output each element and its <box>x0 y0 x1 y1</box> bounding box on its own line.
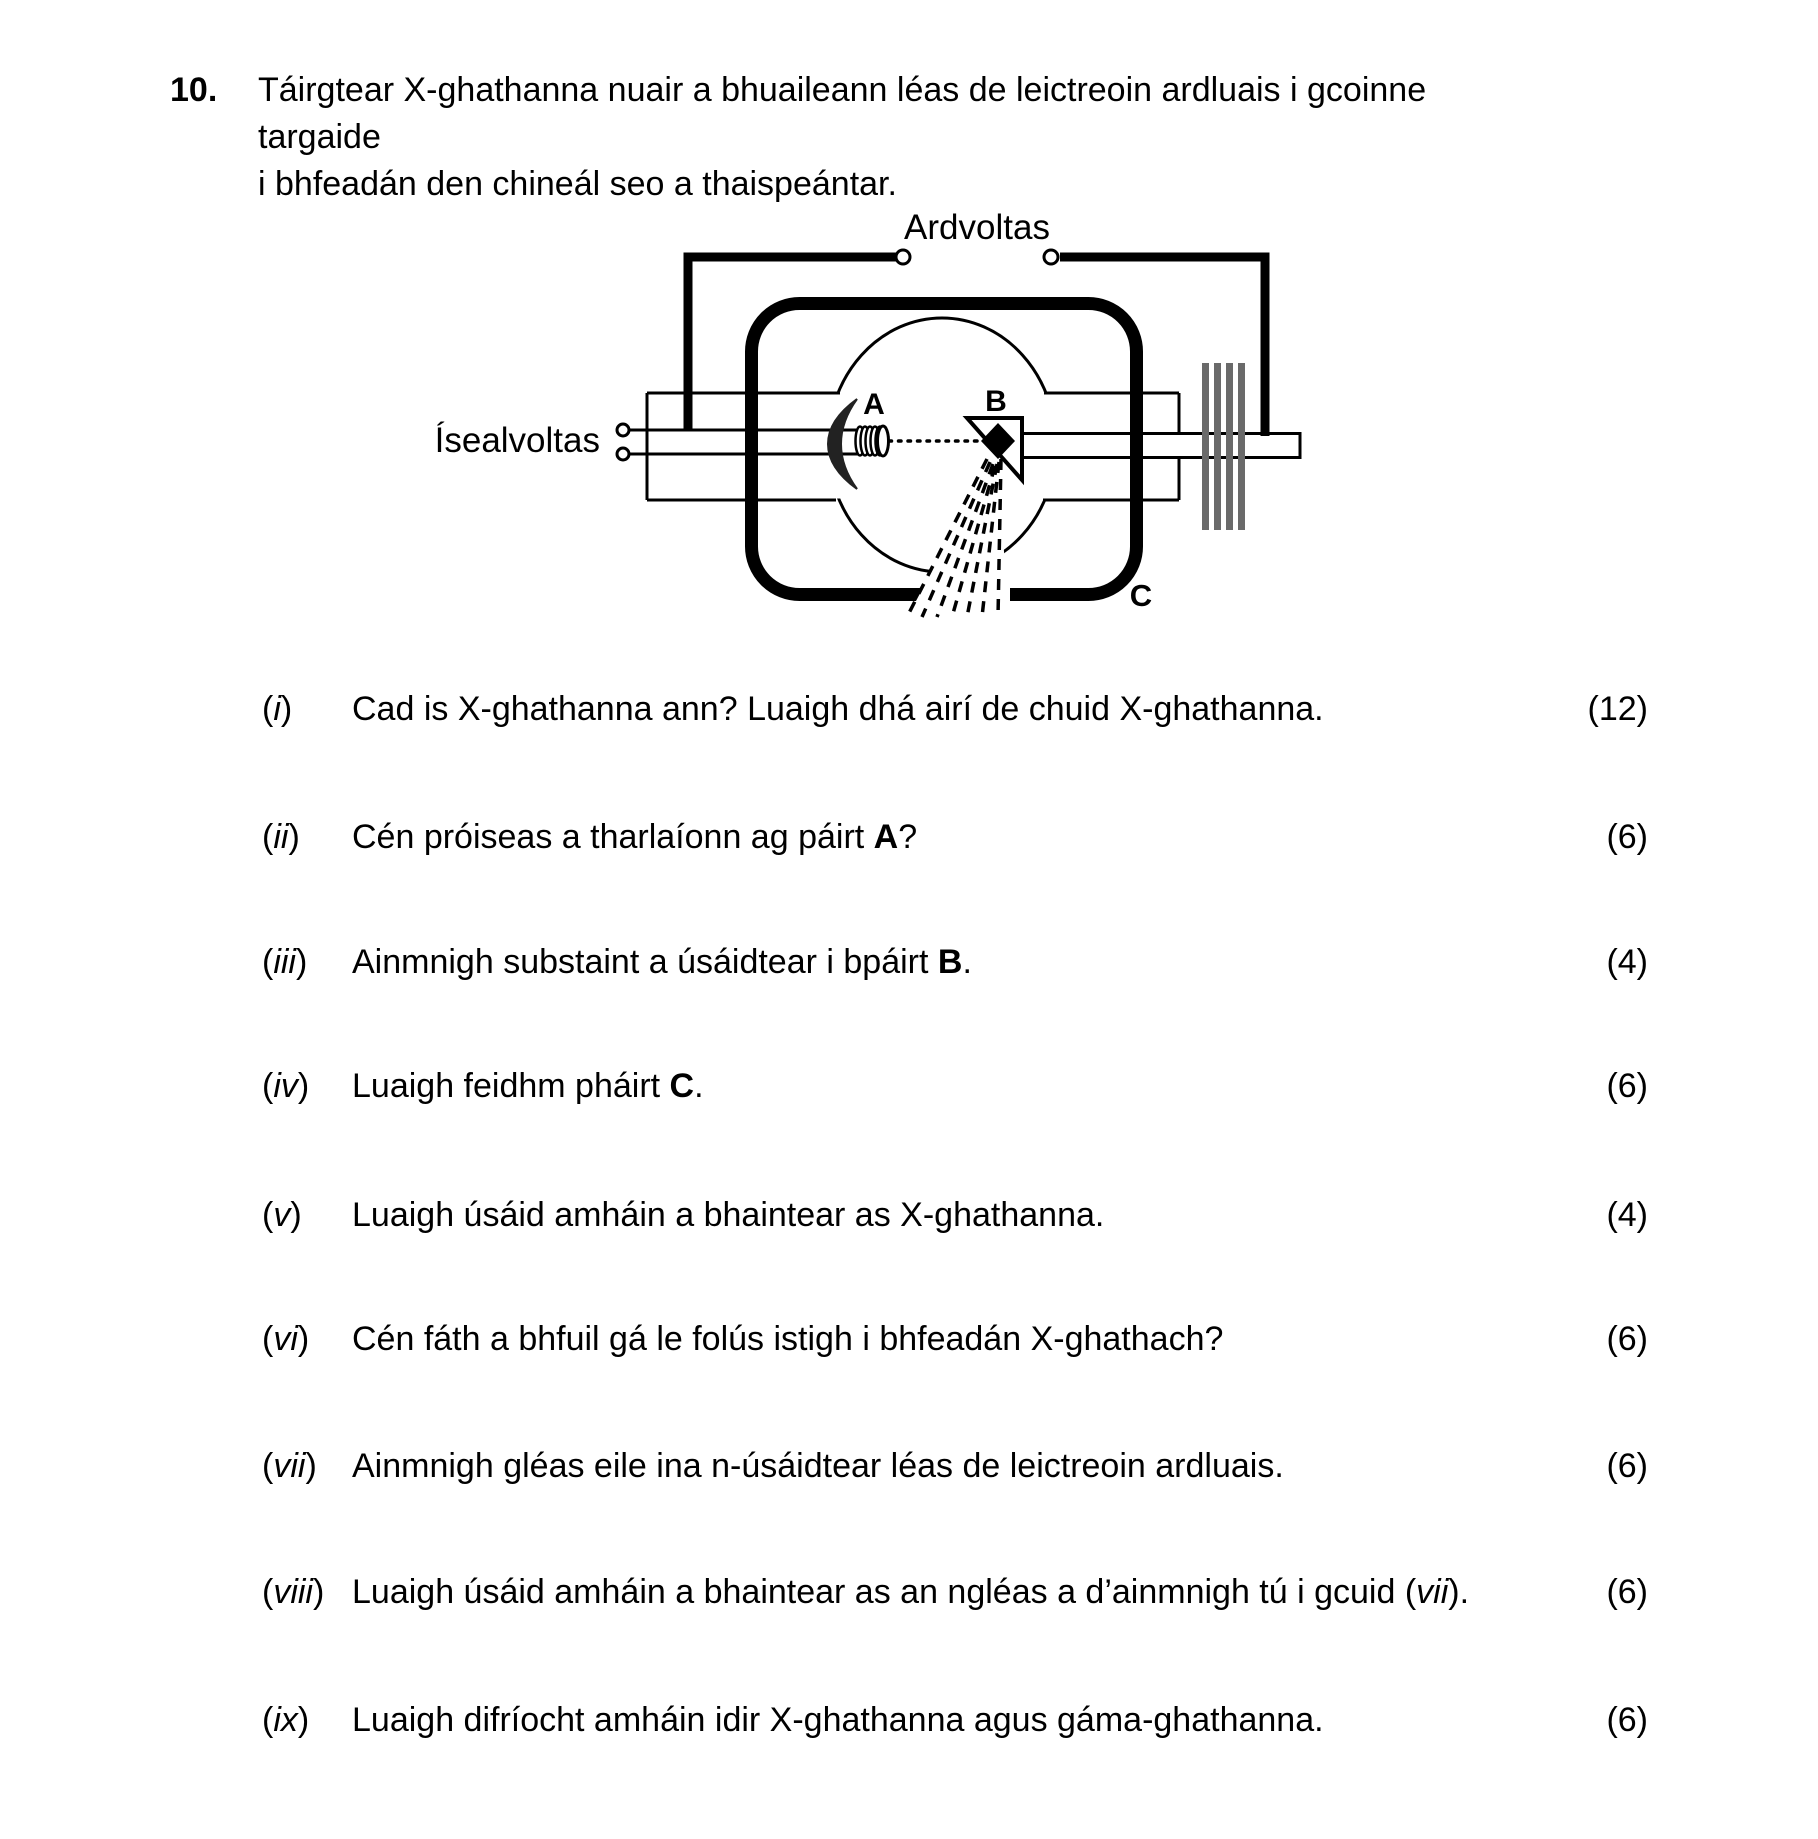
low-voltage-terminal-bottom <box>615 446 631 462</box>
xray-tube-diagram: A B C Ardvoltas Ísealvoltas <box>435 208 1302 618</box>
question-numeral: (iii) <box>262 943 308 981</box>
question-numeral: (viii) <box>262 1573 325 1611</box>
question-marks: (6) <box>1606 1701 1648 1739</box>
question-text: Cén fáth a bhfuil gá le folús istigh i b… <box>352 1320 1224 1358</box>
low-voltage-label: Ísealvoltas <box>435 421 600 460</box>
intro-line-1: Táirgtear X-ghathanna nuair a bhuaileann… <box>258 71 1427 156</box>
high-voltage-terminal-right <box>1042 248 1060 266</box>
cathode-focusing-cup <box>826 398 858 490</box>
question-numeral: (vi) <box>262 1320 310 1358</box>
high-voltage-label: Ardvoltas <box>904 208 1050 247</box>
question-marks: (6) <box>1606 1447 1648 1485</box>
question-marks: (6) <box>1606 1320 1648 1358</box>
anode-rod <box>1020 432 1302 459</box>
filament-wires <box>630 428 858 456</box>
question-text: Luaigh difríocht amháin idir X-ghathanna… <box>352 1701 1324 1739</box>
intro-line-2: i bhfeadán den chineál seo a thaispeánta… <box>258 165 897 203</box>
question-marks: (12) <box>1587 690 1648 728</box>
xray-cone-clearing <box>907 452 1010 618</box>
cooling-fins <box>1202 363 1245 530</box>
part-c-label: C <box>1130 578 1152 613</box>
question-intro: Táirgtear X-ghathanna nuair a bhuaileann… <box>258 67 1518 208</box>
question-numeral: (iv) <box>262 1067 310 1105</box>
xray-beam-cone <box>905 458 1003 618</box>
tube-neck-outline <box>645 391 1181 502</box>
question-text: Ainmnigh substaint a úsáidtear i bpáirt … <box>352 943 972 981</box>
high-voltage-wire-left <box>683 252 896 430</box>
question-numeral: (v) <box>262 1196 302 1234</box>
question-marks: (4) <box>1606 1196 1648 1234</box>
low-voltage-terminal-top <box>615 422 631 438</box>
question-text: Luaigh feidhm pháirt C. <box>352 1067 704 1105</box>
high-voltage-wire-right <box>1060 252 1270 436</box>
question-text: Ainmnigh gléas eile ina n-úsáidtear léas… <box>352 1447 1284 1485</box>
filament-coil <box>854 424 890 458</box>
high-voltage-terminal-left <box>894 248 912 266</box>
question-number: 10. <box>170 71 218 109</box>
question-numeral: (i) <box>262 690 293 728</box>
question-numeral: (ii) <box>262 818 300 856</box>
target-spot-diamond <box>981 423 1015 459</box>
question-marks: (6) <box>1606 818 1648 856</box>
question-marks: (6) <box>1606 1067 1648 1105</box>
question-marks: (6) <box>1606 1573 1648 1611</box>
question-text: Cad is X-ghathanna ann? Luaigh dhá airí … <box>352 690 1324 728</box>
question-text: Luaigh úsáid amháin a bhaintear as X-gha… <box>352 1196 1105 1234</box>
part-a-label: A <box>863 388 885 421</box>
question-text: Luaigh úsáid amháin a bhaintear as an ng… <box>352 1573 1470 1611</box>
question-marks: (4) <box>1606 943 1648 981</box>
question-text: Cén próiseas a tharlaíonn ag páirt A? <box>352 818 918 856</box>
question-numeral: (ix) <box>262 1701 310 1739</box>
question-numeral: (vii) <box>262 1447 317 1485</box>
part-b-label: B <box>985 385 1007 418</box>
